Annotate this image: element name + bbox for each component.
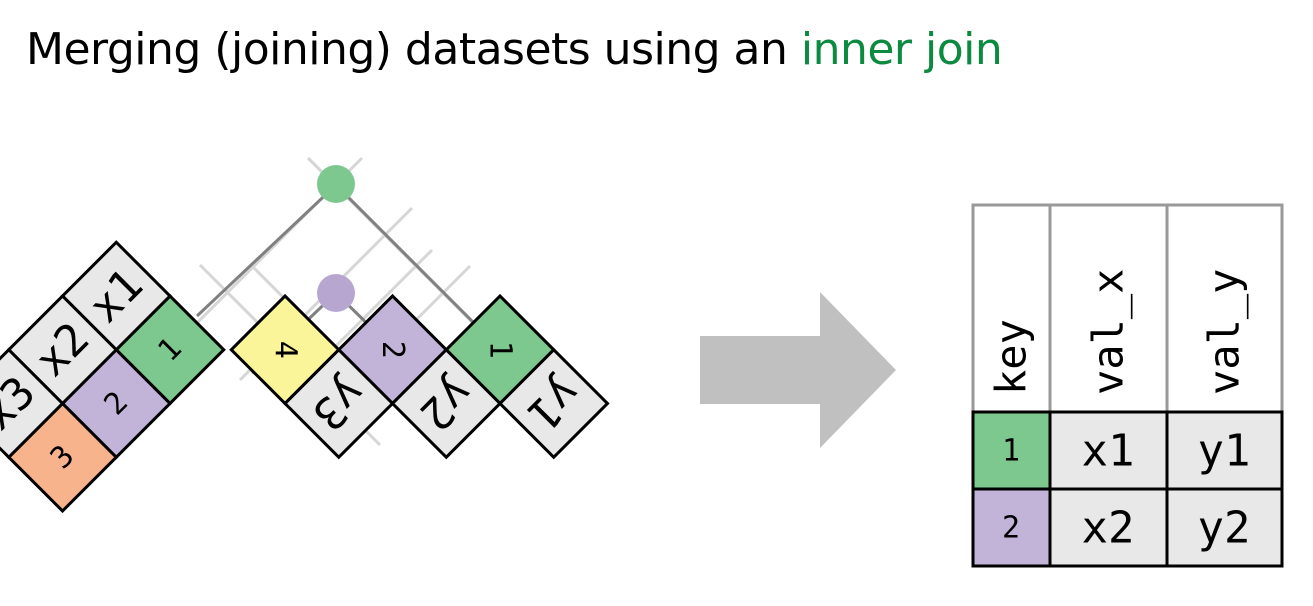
- result-table: key val_x val_y 1 x1 y1 2 x2 y2: [971, 203, 1284, 568]
- result-header-cell: [1048, 203, 1169, 414]
- right-value-cell: [282, 347, 395, 460]
- result-key-label: 1: [1002, 434, 1020, 469]
- right-key-label: 2: [375, 341, 410, 359]
- match-node-key-1: [317, 165, 355, 203]
- result-val-x-label: x1: [1082, 426, 1135, 477]
- result-key-label: 2: [1002, 511, 1020, 546]
- left-value-cell: [0, 347, 65, 460]
- right-table: 1 2 4 y1 y2 y3: [229, 293, 610, 460]
- result-header-cell: [1165, 203, 1284, 414]
- result-header-val-y: val_y: [1200, 269, 1249, 395]
- left-table: 1 2 3 x1 x2 x3: [0, 240, 226, 514]
- match-line-key-1: [195, 182, 502, 351]
- result-header-key: key: [987, 319, 1036, 395]
- join-arrow-icon: [700, 292, 896, 448]
- result-val-y-label: y1: [1198, 426, 1251, 477]
- result-val-y-label: y2: [1198, 503, 1251, 554]
- title-prefix: Merging (joining) datasets using an: [26, 24, 801, 75]
- result-header-cell: [971, 203, 1052, 414]
- result-val-x-label: x2: [1082, 503, 1135, 554]
- result-header-val-x: val_x: [1084, 269, 1133, 395]
- right-value-cell: [497, 347, 610, 460]
- right-key-label: 1: [483, 341, 518, 359]
- match-node-key-2: [317, 274, 355, 312]
- right-key-label: 4: [268, 341, 303, 359]
- right-value-cell: [390, 347, 503, 460]
- title-accent: inner join: [800, 24, 1003, 75]
- page-title: Merging (joining) datasets using an inne…: [26, 14, 1003, 86]
- result-value-cell: [1165, 487, 1284, 568]
